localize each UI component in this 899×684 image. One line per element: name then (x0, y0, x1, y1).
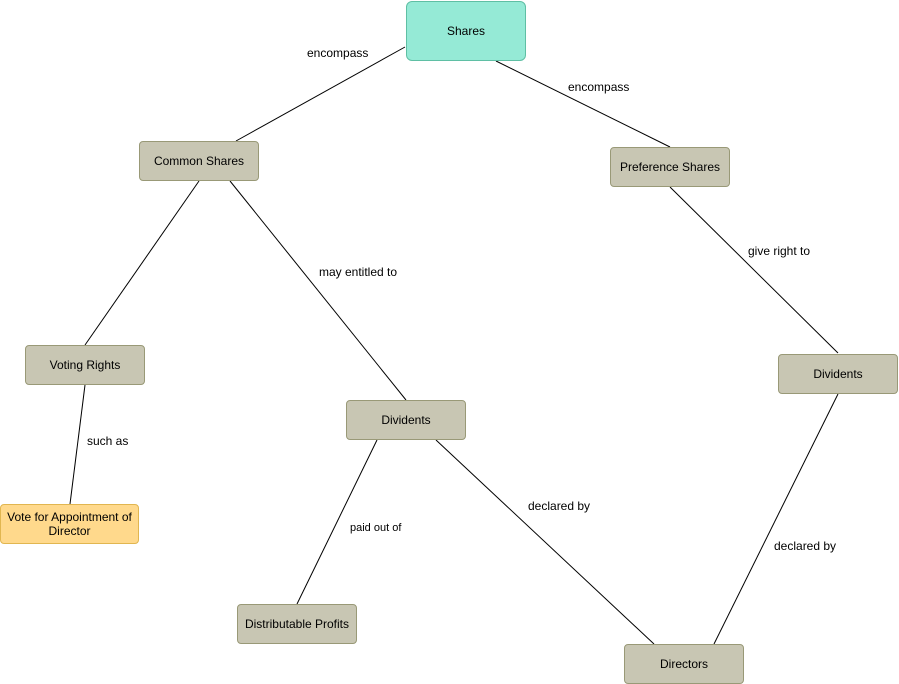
edge-label-common-dividents: may entitled to (319, 265, 398, 279)
node-vote-appointment[interactable]: Vote for Appointment of Director (0, 504, 139, 544)
node-directors[interactable]: Directors (624, 644, 744, 684)
connector-common-dividents (229, 180, 407, 401)
node-shares[interactable]: Shares (406, 1, 526, 61)
edge-label-shares-preference: encompass (568, 80, 630, 94)
node-dividents-common[interactable]: Dividents (346, 400, 466, 440)
node-voting-rights-label: Voting Rights (49, 358, 121, 372)
edge-label-voting-vote: such as (87, 434, 129, 448)
node-distributable-profits-label: Distributable Profits (244, 617, 350, 631)
connector-dividents-directors (435, 439, 655, 645)
edge-label-preference-dividents: give right to (748, 244, 811, 258)
node-vote-appointment-label: Vote for Appointment of Director (7, 510, 132, 538)
connector-dividents-profits (296, 439, 378, 605)
connector-voting-vote (69, 384, 86, 505)
node-voting-rights[interactable]: Voting Rights (25, 345, 145, 385)
node-shares-label: Shares (446, 24, 486, 38)
node-dividents-common-label: Dividents (381, 413, 431, 427)
connector-shares-common (235, 46, 406, 142)
edge-label-pref-dividents-directors: declared by (774, 539, 837, 553)
connector-common-voting (84, 180, 200, 346)
edge-label-dividents-profits: paid out of (350, 521, 402, 535)
node-preference-shares[interactable]: Preference Shares (610, 147, 730, 187)
connector-shares-preference (495, 60, 671, 148)
edge-label-dividents-directors: declared by (528, 499, 591, 513)
node-preference-shares-label: Preference Shares (619, 160, 721, 174)
node-dividents-preference[interactable]: Dividents (778, 354, 898, 394)
edge-label-shares-common: encompass (307, 46, 369, 60)
node-common-shares-label: Common Shares (153, 154, 245, 168)
node-dividents-preference-label: Dividents (813, 367, 863, 381)
node-distributable-profits[interactable]: Distributable Profits (237, 604, 357, 644)
node-directors-label: Directors (659, 657, 708, 671)
connector-pref-dividents-directors (713, 393, 839, 645)
connector-preference-dividents (669, 186, 839, 354)
node-common-shares[interactable]: Common Shares (139, 141, 259, 181)
